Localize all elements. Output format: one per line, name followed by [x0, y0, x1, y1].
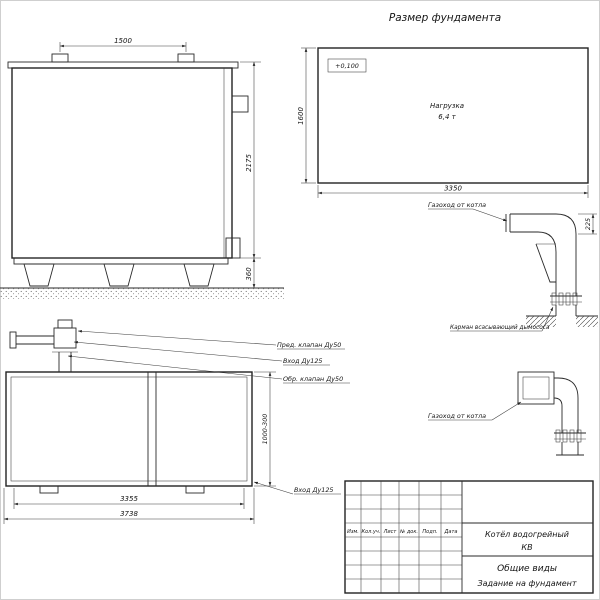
dim-1600: 1600 [297, 107, 305, 125]
dim-2175: 2175 [245, 154, 253, 172]
flue-upper-label: Газоход от котла [428, 201, 486, 209]
tb-doc-line1: Общие виды [497, 564, 557, 574]
flue-lower-duct-inner [553, 397, 563, 433]
ground-texture [0, 288, 284, 299]
suction-pocket-label: Карман всасывающий дымососа [450, 325, 550, 331]
dim-360: 360 [245, 267, 253, 281]
dim-1500: 1500 [114, 37, 132, 45]
flue-detail-lower: Газоход от котла [428, 371, 586, 456]
flue-lower-label: Газоход от котла [428, 412, 486, 420]
plan-leg [39, 485, 59, 494]
tb-header-podp: Подп. [422, 529, 437, 535]
dim-depth: 1000-300 [261, 414, 269, 445]
foundation-outline [317, 47, 589, 184]
inlet-bottom-label: Вход Ду125 [294, 486, 334, 494]
elevation-mark-box [327, 58, 367, 73]
suction-pocket-funnel [535, 243, 556, 283]
tb-header-koluch: Кол.уч. [362, 529, 381, 535]
flue-lower-duct-outer [554, 377, 579, 433]
boiler-nozzle [231, 95, 249, 113]
boiler-side-view: 1500 2175 360 [0, 37, 284, 299]
plan-outline [5, 371, 253, 487]
pipe-flange [9, 331, 17, 349]
dim-3738: 3738 [120, 510, 138, 518]
lifting-lug-right [177, 53, 195, 63]
boiler-plan-view: Пред. клапан Ду50 Вход Ду125 Обр. клапан… [3, 319, 350, 524]
support-leg [23, 263, 55, 287]
pocket-box-inner [522, 376, 550, 400]
flue-detail-upper: Газоход от котла 225 Карман всасывающий … [428, 201, 598, 332]
title-block: Изм. Кол.уч. Лист № док. Подп. Дата Котё… [344, 480, 594, 594]
plan-leg [185, 485, 205, 494]
tb-doc-line2: Задание на фундамент [477, 579, 576, 588]
tb-header-data: Дата [444, 529, 458, 535]
floor-hatch-left [526, 316, 556, 327]
support-leg [103, 263, 135, 287]
tb-header-izm: Изм. [347, 529, 359, 535]
pocket-box-outer [517, 371, 555, 405]
load-label-line2: 6,4 т [438, 113, 456, 121]
tb-header-list: Лист [383, 529, 398, 535]
dim-3355: 3355 [120, 495, 138, 503]
flue-duct-inner [510, 231, 557, 296]
inlet-top-label: Вход Ду125 [283, 357, 323, 365]
boiler-hatch-box [225, 237, 241, 259]
dim-225: 225 [584, 218, 592, 230]
safety-valve-label: Пред. клапан Ду50 [277, 341, 341, 349]
tb-product-line2: КВ [521, 543, 532, 552]
lifting-lug-left [51, 53, 69, 63]
valve-cap [57, 319, 73, 329]
load-label-line1: Нагрузка [430, 102, 464, 110]
plan-inner-outline [10, 376, 248, 482]
floor-hatch-right [576, 316, 598, 327]
foundation-plan: +0,100 Нагрузка 6,4 т 1600 3350 [297, 47, 589, 198]
elevation-mark: +0,100 [335, 62, 359, 70]
check-valve-label: Обр. клапан Ду50 [283, 375, 343, 383]
drawing-title: Размер фундамента [389, 12, 501, 24]
tb-product-line1: Котёл водогрейный [485, 530, 569, 539]
flue-duct-outer [510, 213, 577, 296]
tb-header-ndok: № док. [399, 529, 418, 535]
support-leg [183, 263, 215, 287]
dim-3350: 3350 [444, 185, 462, 193]
